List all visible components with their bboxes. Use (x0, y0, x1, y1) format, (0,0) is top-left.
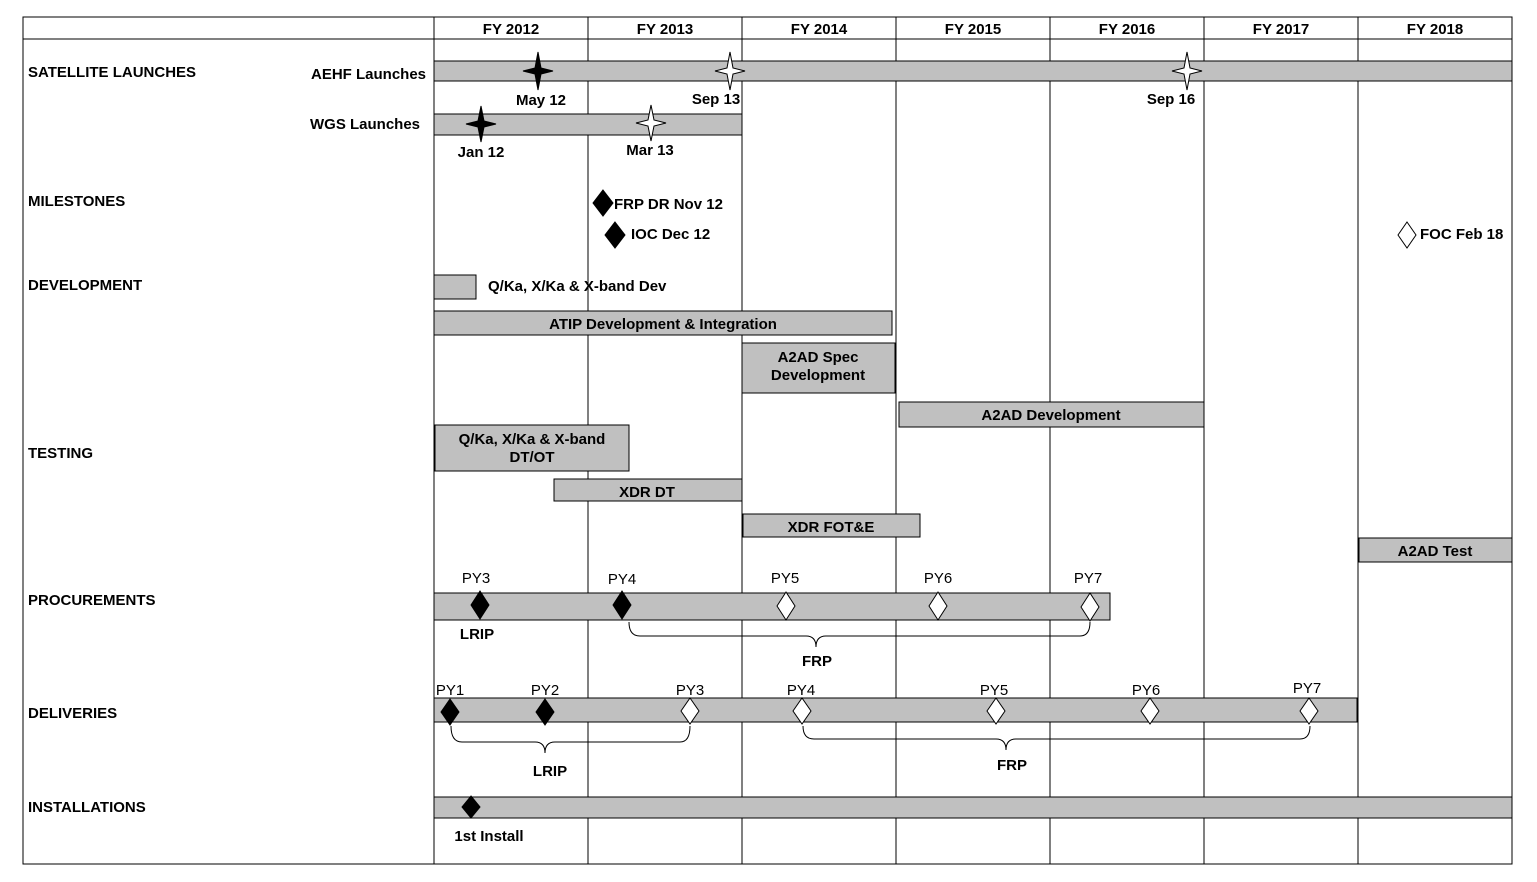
wgs-date-mar13: Mar 13 (626, 142, 674, 159)
aehf-date-sep16: Sep 16 (1147, 91, 1195, 108)
test-a2ad-bar (1358, 537, 1513, 563)
install-diamond-first (461, 795, 481, 819)
test-xdr-dt-bar (553, 478, 743, 502)
year-header-fy-2014: FY 2014 (791, 21, 848, 38)
year-header-fy-2012: FY 2012 (483, 21, 539, 38)
aehf-launch-star-may12 (522, 51, 554, 91)
proc-lrip-label: LRIP (460, 626, 494, 643)
deliv-diamond-py1 (440, 698, 460, 726)
deliv-diamond-py2 (535, 698, 555, 726)
deliv-frp-label: FRP (997, 757, 1027, 774)
aehf-date-sep13: Sep 13 (692, 91, 740, 108)
wgs-launch-star-jan12 (465, 105, 497, 143)
deliv-label-py2: PY2 (531, 682, 559, 699)
aehf-launches-label: AEHF Launches (311, 66, 426, 83)
test-qka-line2: DT/OT (510, 449, 555, 466)
deliv-diamond-py3 (680, 697, 700, 725)
proc-label-py6: PY6 (924, 570, 952, 587)
proc-diamond-py3 (470, 590, 490, 620)
milestone-ioc-label: IOC Dec 12 (631, 226, 710, 243)
wgs-launch-star-mar13 (635, 104, 667, 142)
wgs-launches-label: WGS Launches (310, 116, 420, 133)
proc-label-py7: PY7 (1074, 570, 1102, 587)
section-satellite-launches: SATELLITE LAUNCHES (28, 64, 196, 81)
milestone-frp-dr-label: FRP DR Nov 12 (614, 196, 723, 213)
deliv-lrip-brace (450, 725, 691, 754)
deliv-diamond-py5 (986, 697, 1006, 725)
deliv-label-py4: PY4 (787, 682, 815, 699)
proc-label-py5: PY5 (771, 570, 799, 587)
dev-a2ad-bar (898, 401, 1205, 428)
deliv-label-py7: PY7 (1293, 680, 1321, 697)
milestone-foc-label: FOC Feb 18 (1420, 226, 1503, 243)
year-header-fy-2018: FY 2018 (1407, 21, 1463, 38)
dev-atip-bar (433, 310, 893, 336)
test-a2ad-label: A2AD Test (1398, 543, 1473, 560)
year-header-fy-2016: FY 2016 (1099, 21, 1155, 38)
proc-diamond-py7 (1080, 592, 1100, 622)
test-xdr-fote-label: XDR FOT&E (788, 519, 875, 536)
dev-a2ad-spec-line1: A2AD Spec (778, 349, 859, 366)
test-qka-line1: Q/Ka, X/Ka & X-band (459, 431, 606, 448)
proc-diamond-py6 (928, 591, 948, 621)
proc-frp-label: FRP (802, 653, 832, 670)
proc-frp-brace (628, 621, 1091, 648)
year-header-fy-2013: FY 2013 (637, 21, 693, 38)
test-qka-bar (434, 424, 630, 472)
milestone-diamond-frp-dr (592, 189, 614, 217)
deliv-lrip-label: LRIP (533, 763, 567, 780)
deliveries-bar (433, 697, 1358, 723)
dev-atip-label: ATIP Development & Integration (549, 316, 777, 333)
dev-a2ad-spec-bar (741, 342, 896, 394)
proc-label-py3: PY3 (462, 570, 490, 587)
section-development: DEVELOPMENT (28, 277, 142, 294)
proc-label-py4: PY4 (608, 571, 636, 588)
aehf-launches-bar (433, 60, 1513, 82)
installations-bar (433, 796, 1513, 819)
milestone-diamond-foc (1397, 221, 1417, 249)
aehf-launch-star-sep13 (714, 51, 746, 91)
aehf-date-may12: May 12 (516, 92, 566, 109)
year-header-fy-2015: FY 2015 (945, 21, 1001, 38)
deliv-diamond-py6 (1140, 697, 1160, 725)
deliv-label-py6: PY6 (1132, 682, 1160, 699)
aehf-launch-star-sep16 (1171, 51, 1203, 91)
deliv-label-py1: PY1 (436, 682, 464, 699)
test-xdr-fote-bar (742, 513, 921, 538)
wgs-launches-bar (433, 113, 743, 136)
section-procurements: PROCUREMENTS (28, 592, 156, 609)
proc-diamond-py4 (612, 590, 632, 620)
section-milestones: MILESTONES (28, 193, 125, 210)
section-deliveries: DELIVERIES (28, 705, 117, 722)
dev-a2ad-label: A2AD Development (981, 407, 1120, 424)
year-headers: FY 2012 FY 2013 FY 2014 FY 2015 FY 2016 FY 20… (483, 21, 1463, 38)
deliv-frp-brace (802, 725, 1311, 751)
procurements-bar (433, 592, 1111, 621)
dev-a2ad-spec-line2: Development (771, 367, 865, 384)
proc-diamond-py5 (776, 591, 796, 621)
milestone-diamond-ioc (604, 221, 626, 249)
dev-qka-label: Q/Ka, X/Ka & X-band Dev (488, 278, 667, 295)
outer-frame (22, 16, 1513, 865)
deliv-diamond-py4 (792, 697, 812, 725)
deliv-label-py3: PY3 (676, 682, 704, 699)
install-first-label: 1st Install (454, 828, 523, 845)
year-header-fy-2017: FY 2017 (1253, 21, 1309, 38)
deliv-diamond-py7 (1299, 697, 1319, 725)
wgs-date-jan12: Jan 12 (458, 144, 505, 161)
section-testing: TESTING (28, 445, 93, 462)
deliv-label-py5: PY5 (980, 682, 1008, 699)
dev-qka-bar (433, 274, 477, 300)
section-installations: INSTALLATIONS (28, 799, 146, 816)
test-xdr-dt-label: XDR DT (619, 484, 675, 501)
